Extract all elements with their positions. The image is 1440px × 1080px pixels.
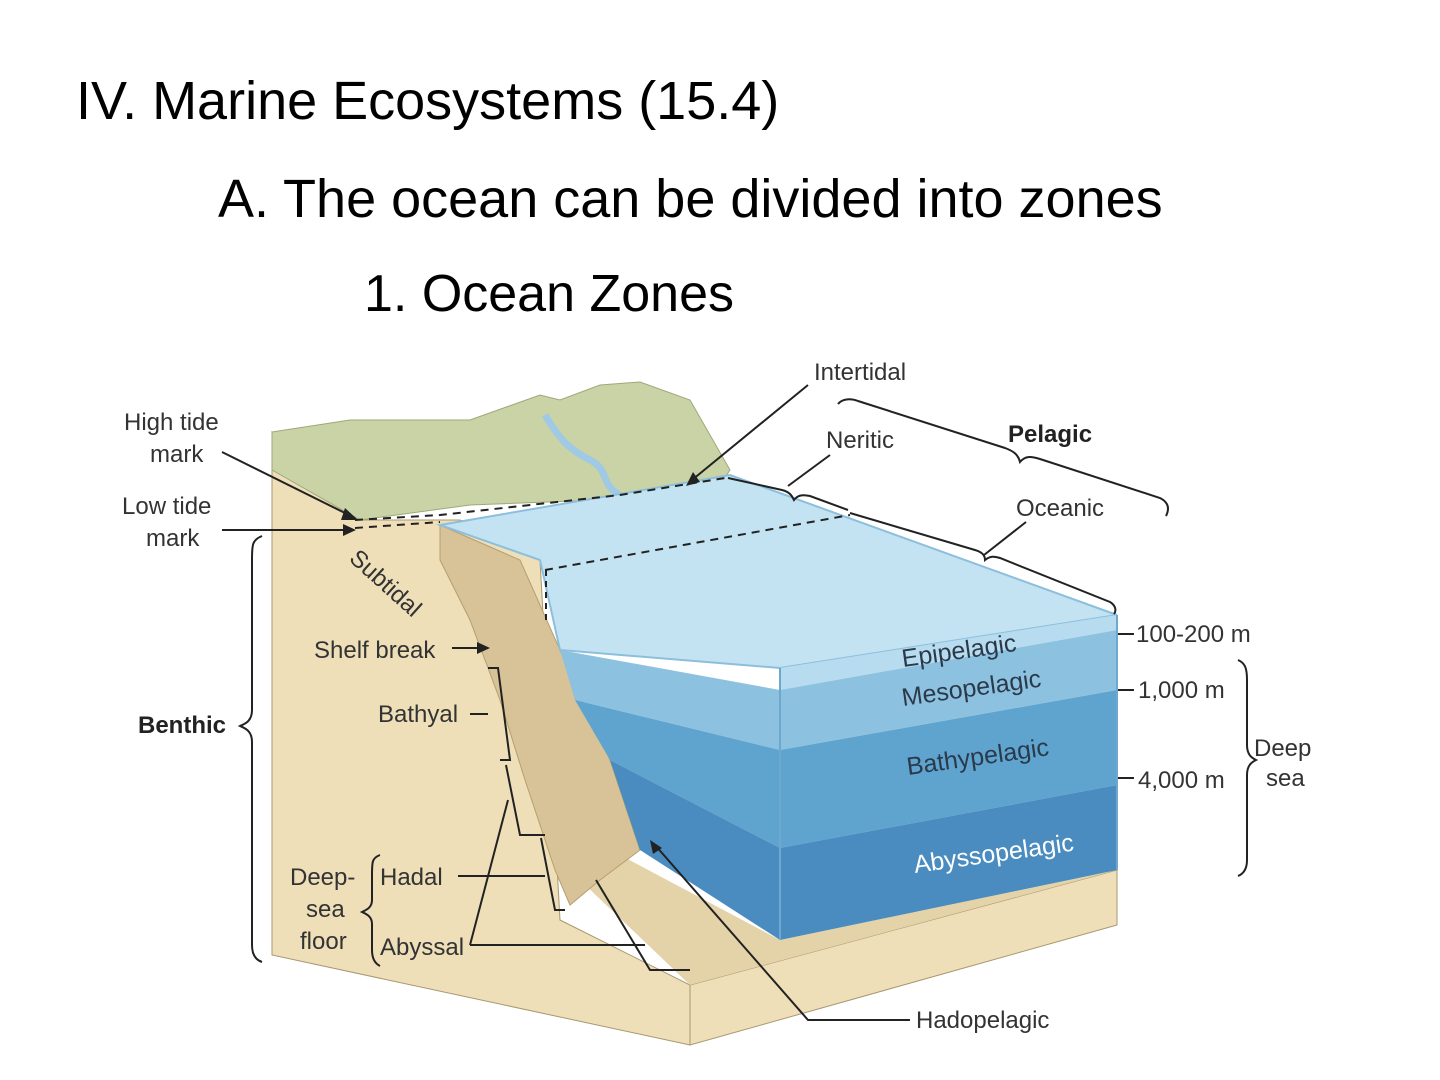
pelagic-label: Pelagic [1008, 421, 1092, 448]
high-tide-arrowhead [341, 508, 358, 520]
block-left-face [271, 430, 691, 1046]
high-tide-label-line1: High tide [124, 409, 219, 436]
benthic-brace [237, 535, 263, 963]
hadopelagic-pointer [654, 844, 910, 1021]
abyssal-bracket [505, 764, 545, 836]
slide-title: IV. Marine Ecosystems (15.4) [76, 71, 780, 131]
bathyal-bracket [488, 667, 512, 761]
high-tide-line [354, 477, 726, 521]
shelf-break-label: Shelf break [314, 637, 436, 664]
hadal-floor-bracket [595, 879, 690, 971]
water-mesopelagic [560, 630, 1117, 750]
neritic-label: Neritic [826, 427, 894, 454]
depth-label-3: 4,000 m [1138, 767, 1225, 794]
deep-sea-floor-label-line1: Deep- [290, 864, 355, 891]
depth-label-1: 100-200 m [1136, 621, 1251, 648]
coastal-land [271, 381, 731, 521]
deep-sea-floor-brace [359, 854, 381, 967]
hadal-bracket [540, 837, 565, 911]
bathyal-label: Bathyal [378, 701, 458, 728]
intertidal-arrowhead [686, 472, 700, 486]
hadal-label: Hadal [380, 864, 443, 891]
oceanic-label: Oceanic [1016, 495, 1104, 522]
shelf-break-arrowhead [477, 642, 490, 654]
low-tide-label-line2: mark [146, 525, 200, 552]
seafloor-top [580, 855, 1117, 985]
deep-sea-label-line2: sea [1266, 765, 1305, 792]
water-epipelagic-front [780, 615, 1117, 690]
benthic-label: Benthic [138, 712, 226, 739]
neritic-oceanic-boundary [544, 514, 851, 571]
low-tide-line [354, 521, 441, 529]
deep-sea-label-line1: Deep [1254, 735, 1311, 762]
low-tide-label-line1: Low tide [122, 493, 211, 520]
slide-subsubtitle: 1. Ocean Zones [364, 265, 734, 323]
hadopelagic-arrowhead [650, 840, 662, 854]
river [541, 413, 622, 499]
pelagic-brace [837, 398, 1169, 517]
neritic-brace [727, 477, 849, 511]
depth-label-2: 1,000 m [1138, 677, 1225, 704]
oceanic-brace [849, 512, 1117, 615]
intertidal-pointer [691, 384, 809, 481]
deep-sea-floor-label-line2: sea [306, 896, 345, 923]
neritic-pointer [787, 454, 831, 487]
high-tide-label-line2: mark [150, 441, 204, 468]
hadopelagic-label: Hadopelagic [916, 1007, 1049, 1034]
abyssal-pointer [469, 799, 509, 946]
abyssal-label: Abyssal [380, 934, 464, 961]
slide-subtitle: A. The ocean can be divided into zones [218, 169, 1163, 229]
deep-sea-floor-label-line3: floor [300, 928, 347, 955]
water-abyssopelagic [610, 760, 1117, 940]
low-tide-arrowhead [343, 524, 356, 536]
deep-sea-brace [1237, 659, 1259, 877]
high-tide-pointer [221, 451, 356, 519]
intertidal-label: Intertidal [814, 359, 906, 386]
oceanic-pointer [983, 521, 1027, 556]
water-bathypelagic [575, 690, 1117, 848]
